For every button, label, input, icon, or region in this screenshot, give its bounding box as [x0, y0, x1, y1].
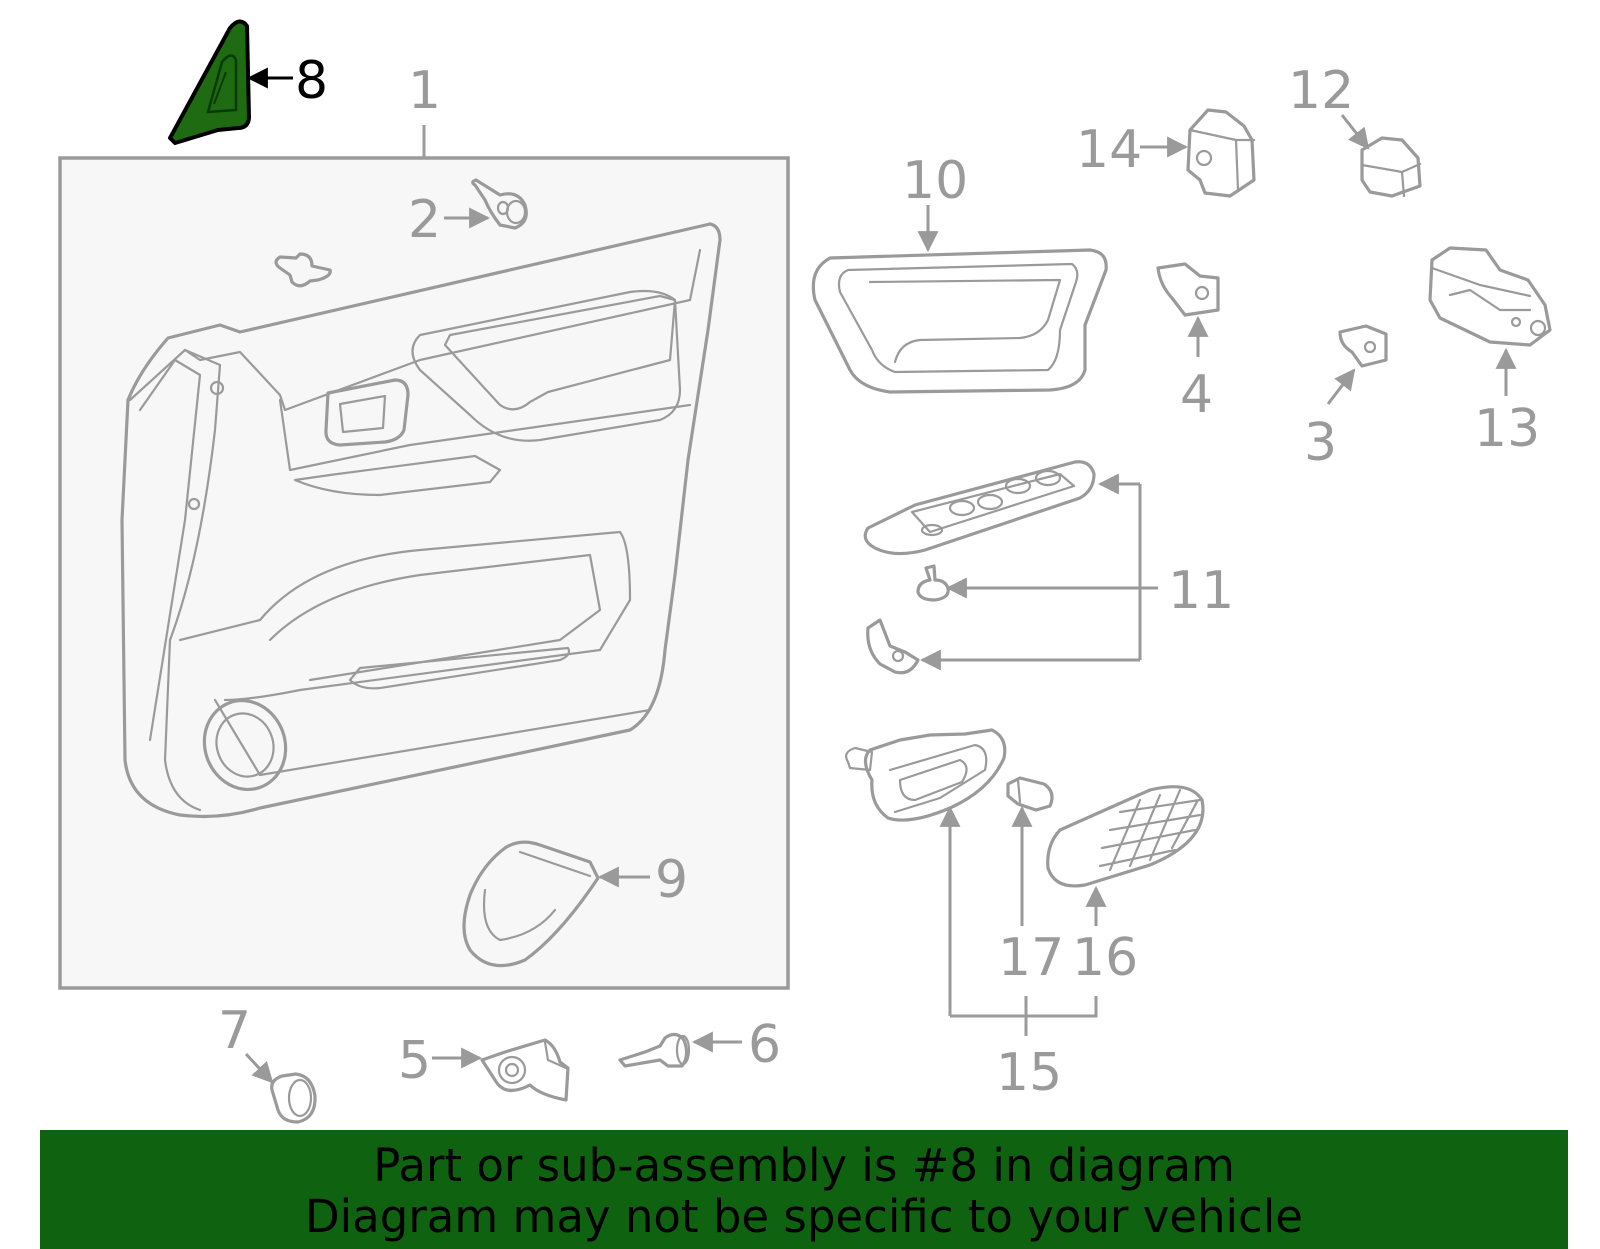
part-3-clip[interactable] — [1338, 324, 1388, 368]
leader-3 — [1326, 368, 1356, 405]
callout-14: 14 — [1076, 120, 1142, 180]
callout-5: 5 — [398, 1031, 431, 1091]
part-15-lamp-housing[interactable] — [845, 728, 1007, 822]
door-trim-panel[interactable] — [120, 222, 722, 819]
banner-line-disclaimer: Diagram may not be specific to your vehi… — [305, 1190, 1303, 1243]
callout-13: 13 — [1474, 399, 1540, 459]
callout-7: 7 — [218, 1001, 251, 1061]
part-11-screw[interactable] — [916, 564, 950, 602]
callout-8: 8 — [295, 51, 328, 111]
panel-clip — [274, 252, 332, 288]
part-5-bracket[interactable] — [480, 1038, 570, 1102]
part-7-grommet[interactable] — [270, 1072, 317, 1124]
part-17-bulb[interactable] — [1006, 776, 1054, 812]
part-11-clip[interactable] — [866, 618, 920, 675]
part-9-cover[interactable] — [462, 840, 600, 968]
banner-line-part: Part or sub-assembly is #8 in diagram — [373, 1139, 1235, 1192]
part-14-switch[interactable] — [1186, 108, 1256, 198]
callout-11: 11 — [1168, 561, 1234, 621]
callout-10: 10 — [902, 151, 968, 211]
part-2-clip[interactable] — [471, 178, 528, 230]
part-13-switch-assembly[interactable] — [1428, 246, 1552, 347]
part-6-pin[interactable] — [618, 1032, 691, 1068]
part-8-trim-highlighted[interactable] — [168, 19, 251, 145]
callout-1: 1 — [408, 61, 441, 121]
callout-17: 17 — [998, 928, 1064, 988]
part-16-lens[interactable] — [1046, 785, 1205, 888]
callout-15: 15 — [996, 1043, 1062, 1103]
leader-15-bracket — [950, 996, 1098, 1018]
callout-6: 6 — [748, 1015, 781, 1075]
part-11-switch-panel[interactable] — [863, 460, 1096, 556]
door-panel-assembly-frame — [58, 156, 790, 990]
part-10-handle-bezel[interactable] — [811, 248, 1108, 394]
callout-16: 16 — [1072, 928, 1138, 988]
info-banner: Part or sub-assembly is #8 in diagram Di… — [40, 1130, 1568, 1249]
callout-4: 4 — [1180, 365, 1213, 425]
callout-9: 9 — [655, 850, 688, 910]
callout-2: 2 — [408, 190, 441, 250]
part-4-bracket[interactable] — [1156, 262, 1220, 317]
callout-12: 12 — [1288, 61, 1354, 121]
part-12-switch[interactable] — [1360, 136, 1422, 198]
callout-3: 3 — [1304, 413, 1337, 473]
leader-7 — [244, 1052, 274, 1084]
leader-12 — [1340, 114, 1370, 150]
